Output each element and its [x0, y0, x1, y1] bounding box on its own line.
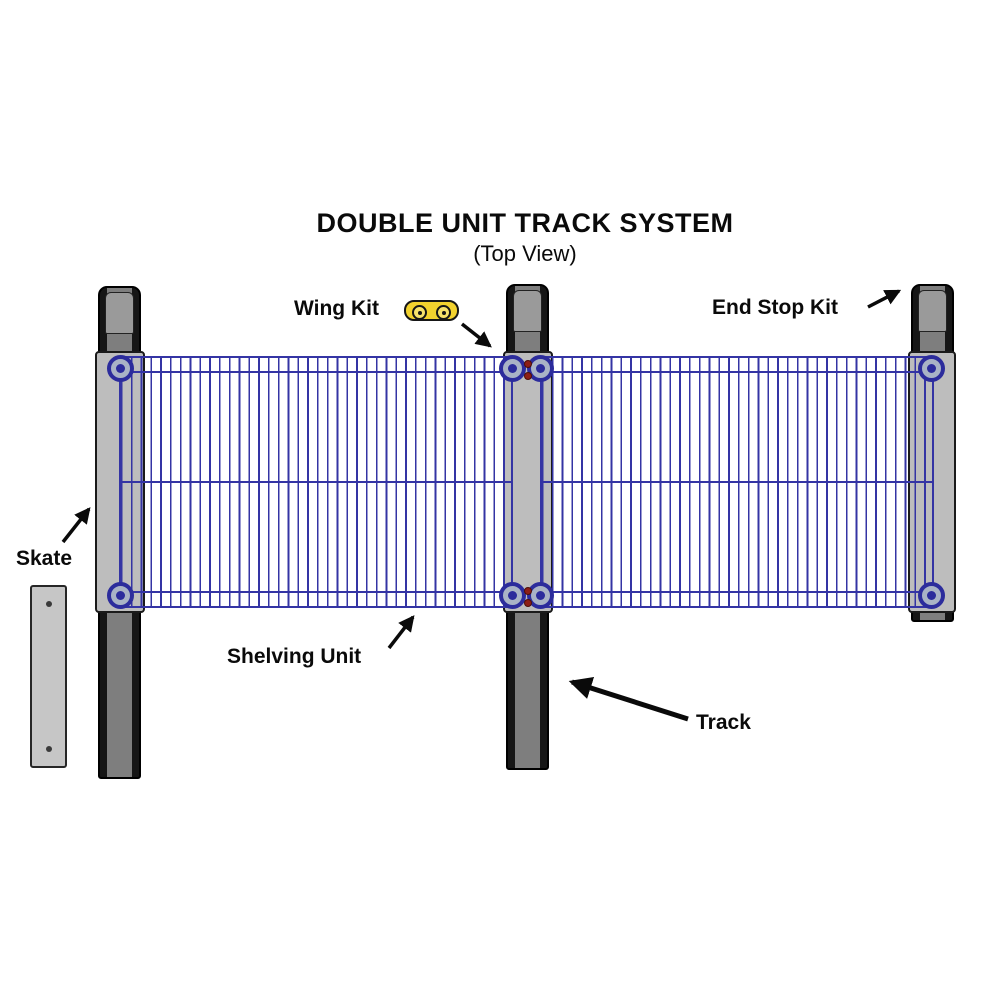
shelving-unit-arrow — [387, 615, 415, 650]
post-collar — [918, 355, 945, 382]
shelf-wire — [542, 591, 932, 593]
wing-kit-hole-icon — [412, 305, 427, 320]
shelf-wire — [542, 371, 932, 373]
skate-arrow — [61, 507, 91, 544]
post-collar — [499, 355, 526, 382]
wing-kit-hole-icon — [436, 305, 451, 320]
end-stop-kit-label: End Stop Kit — [712, 296, 838, 319]
shelf-wire — [121, 371, 511, 373]
shelf-wire — [542, 481, 932, 483]
fastener-dot — [524, 372, 532, 380]
post-collar — [107, 355, 134, 382]
track-left-cap-icon — [105, 292, 134, 334]
post-collar — [499, 582, 526, 609]
skate-label: Skate — [16, 547, 73, 570]
skate-hole-icon — [45, 601, 52, 607]
shelving-unit-1 — [119, 356, 513, 608]
wing-kit-part-icon — [404, 300, 459, 321]
track-arrow — [568, 676, 689, 722]
wing-kit-label: Wing Kit — [294, 297, 379, 320]
track-label: Track — [696, 711, 751, 734]
diagram-subtitle: (Top View) — [473, 241, 577, 266]
track-right-cap-icon — [918, 290, 947, 332]
end-stop-kit-arrow — [867, 289, 902, 309]
skate-hole-icon — [45, 746, 52, 752]
shelf-wire — [121, 591, 511, 593]
diagram-title: DOUBLE UNIT TRACK SYSTEM — [316, 208, 734, 238]
track-middle-cap-icon — [513, 290, 542, 332]
post-collar — [527, 355, 554, 382]
post-collar — [918, 582, 945, 609]
shelf-wire — [121, 481, 511, 483]
skate-part-icon — [30, 585, 67, 768]
fastener-dot — [524, 360, 532, 368]
fastener-dot — [524, 587, 532, 595]
fastener-dot — [524, 599, 532, 607]
post-collar — [107, 582, 134, 609]
shelving-unit-label: Shelving Unit — [227, 645, 362, 668]
wing-kit-arrow — [460, 322, 492, 348]
shelving-unit-2 — [540, 356, 934, 608]
